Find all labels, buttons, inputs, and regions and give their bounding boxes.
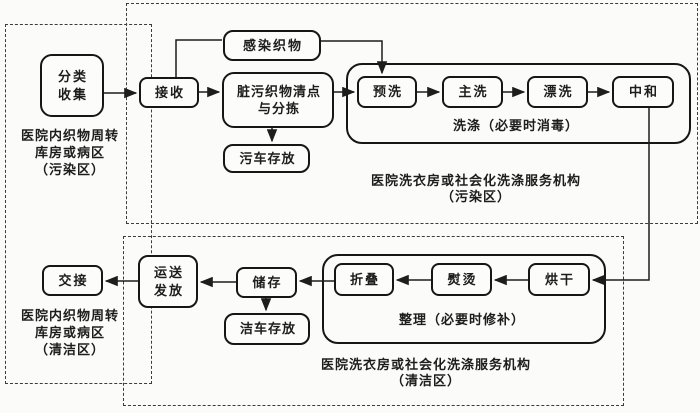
node-receive: 接收 — [139, 77, 199, 108]
node-transport-dispatch: 运送 发放 — [138, 255, 198, 308]
zone-hospital-storage — [5, 24, 152, 384]
node-neutralize: 中和 — [612, 76, 674, 108]
node-dry: 烘干 — [528, 263, 590, 296]
node-label: 熨烫 — [447, 271, 478, 287]
zone-caption-laundry-contaminated: 医院洗衣房或社会化洗涤服务机构 （污染区） — [370, 173, 581, 204]
node-rinse: 漂洗 — [527, 76, 588, 108]
node-dirty-count-sort: 脏污织物清点 与分拣 — [222, 72, 334, 128]
zone-caption-hospital-contaminated: 医院内织物周转 库房或病区 （污染区） — [20, 128, 119, 177]
zone-laundry-contaminated — [126, 3, 698, 224]
washing-group-caption: 洗涤（必要时消毒） — [452, 118, 579, 133]
node-label: 洁车存放 — [239, 321, 296, 337]
node-label: 分类 — [57, 69, 88, 85]
node-prewash: 预洗 — [357, 76, 417, 108]
node-main-wash: 主洗 — [442, 76, 503, 108]
node-handover: 交接 — [42, 265, 103, 296]
node-label: 主洗 — [458, 84, 489, 100]
node-label: 接收 — [154, 84, 185, 100]
node-label: 感染织物 — [242, 37, 303, 53]
node-label: 运送 — [153, 265, 184, 281]
node-label: 交接 — [58, 272, 89, 288]
node-clean-cart-storage: 洁车存放 — [224, 313, 310, 345]
node-label: 中和 — [628, 84, 659, 100]
zone-caption-laundry-clean: 医院洗衣房或社会化洗涤服务机构 （清洁区） — [320, 357, 531, 388]
finishing-group-frame — [322, 254, 606, 344]
node-label: 烘干 — [544, 271, 575, 287]
node-infected-textiles: 感染织物 — [223, 30, 321, 61]
node-label: 预洗 — [372, 84, 403, 100]
node-dirty-cart-storage: 污车存放 — [223, 144, 310, 173]
node-fold: 折叠 — [334, 263, 394, 296]
finishing-group-caption: 整理（必要时修补） — [398, 312, 525, 327]
node-label: 储存 — [252, 274, 283, 290]
edge-neutralize-dry — [591, 108, 650, 286]
edge-infected-prewash — [321, 40, 388, 75]
zone-laundry-clean — [123, 236, 624, 406]
node-label: 发放 — [153, 282, 184, 298]
node-classified-collection: 分类 收集 — [40, 54, 104, 117]
node-label: 污车存放 — [239, 150, 296, 166]
node-label: 折叠 — [349, 271, 380, 287]
node-label: 收集 — [57, 86, 88, 102]
zone-caption-hospital-clean: 医院内织物周转 库房或病区 （清洁区） — [20, 308, 119, 357]
node-label: 与分拣 — [257, 101, 300, 116]
edge-receive-infected — [175, 39, 222, 77]
node-store: 储存 — [236, 267, 297, 298]
washing-group-frame — [346, 63, 691, 144]
node-label: 脏污织物清点 — [236, 83, 321, 99]
node-iron: 熨烫 — [431, 263, 492, 296]
node-label: 漂洗 — [543, 84, 574, 100]
